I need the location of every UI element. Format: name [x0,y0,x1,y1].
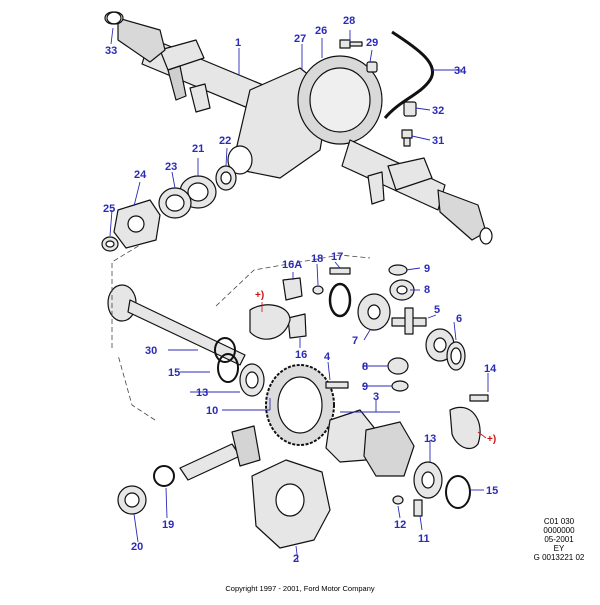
marker-leaders [261,302,487,439]
callout-7: 7 [352,335,358,347]
bracket [287,313,307,339]
thrust-washer [446,341,466,371]
callout-26: 26 [315,25,327,37]
differential-case-assembly [325,409,415,477]
callout-12: 12 [394,519,406,531]
differential-gear [357,293,391,331]
bearing [239,363,265,397]
callout-29: 29 [366,37,378,49]
nut [366,61,378,73]
callout-31: 31 [432,135,444,147]
callout-16: 16 [295,349,307,361]
callout-3: 3 [373,391,379,403]
callout-9b: 9 [362,381,368,393]
bearing [413,461,443,499]
ref-line-3: 05-2001 [544,535,574,544]
drive-pinion [179,425,261,481]
callout-6: 6 [456,313,462,325]
callout-25: 25 [103,203,115,215]
breather-hose [383,30,434,119]
bracket [282,277,303,301]
callout-15a: 15 [168,367,180,379]
callout-5: 5 [434,304,440,316]
bolt [329,267,351,275]
o-ring [104,11,122,25]
callout-23: 23 [165,161,177,173]
side-gear [389,279,415,301]
thrust-washer [388,264,408,276]
callout-28: 28 [343,15,355,27]
bearing-cap [449,406,481,449]
callout-34: 34 [454,65,467,77]
bearing-cap [249,304,291,340]
callout-8b: 8 [362,361,368,373]
vent-valve [401,129,413,147]
pinion-gear [387,357,409,375]
callout-33: 33 [105,45,117,57]
marker-plus-2: +) [487,434,496,445]
reference-block: C01 030 0000000 05-2001 EY G 0013221 02 [532,517,586,562]
callout-30: 30 [145,345,157,357]
ref-line-5: G 0013221 02 [533,553,585,562]
thrust-washer [391,380,409,392]
ring-gear [265,364,335,446]
callout-19: 19 [162,519,174,531]
fitting [403,101,417,117]
washer [312,285,324,295]
bearing [117,485,147,515]
callout-8a: 8 [424,284,430,296]
marker-plus-1: +) [255,290,264,301]
callout-22: 22 [219,135,231,147]
callout-15b: 15 [486,485,498,497]
shim [217,353,239,383]
axle-shaft [107,284,246,366]
callout-10: 10 [206,405,218,417]
callout-13a: 13 [196,387,208,399]
flange-nut [101,236,119,252]
copyright-notice: Copyright 1997 - 2001, Ford Motor Compan… [225,584,375,593]
cross-shaft [391,307,427,335]
bolt [469,394,489,402]
ref-line-2: 0000000 [543,526,575,535]
callout-11: 11 [418,533,430,545]
shim [153,465,175,487]
axle-housing [106,11,493,245]
callout-21: 21 [192,143,204,155]
ring-gear-bolt [325,381,349,389]
callout-17: 17 [331,251,343,263]
bolt [413,499,423,517]
callout-20: 20 [131,541,143,553]
bolt [339,39,363,49]
callout-18: 18 [311,253,323,265]
companion-flange [113,199,161,249]
ring [328,282,352,318]
lock-plate [392,495,404,505]
callout-2: 2 [293,553,299,565]
callouts: 1 2 3 4 5 6 7 8 8 9 9 10 11 12 13 13 14 … [103,15,498,565]
ref-line-1: C01 030 [543,517,575,526]
callout-16a: 16A [282,259,302,271]
callout-4: 4 [324,351,331,363]
callout-9a: 9 [424,263,430,275]
callout-13b: 13 [424,433,436,445]
callout-24: 24 [134,169,147,181]
differential-case [251,459,331,549]
leader-lines [109,27,489,563]
bearing [158,187,192,219]
callout-1: 1 [235,37,241,49]
callout-27: 27 [294,33,306,45]
ref-line-4: EY [553,544,565,553]
callout-14: 14 [484,363,497,375]
assembly-guide-lines [111,244,371,421]
shim [445,475,471,509]
callout-32: 32 [432,105,444,117]
